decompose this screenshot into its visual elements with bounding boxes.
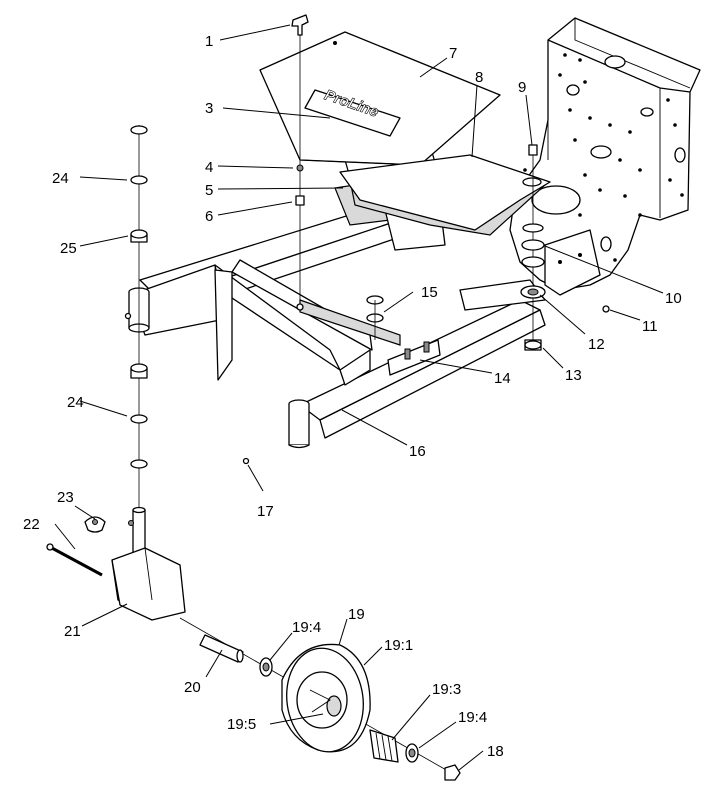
chassis-frame <box>509 17 701 296</box>
callout-15: 15 <box>421 284 438 301</box>
callout-25: 25 <box>60 240 77 257</box>
callout-4: 4 <box>205 159 213 176</box>
callout-17: 17 <box>257 503 274 520</box>
callout-9: 9 <box>518 79 526 96</box>
leader-lines <box>54 24 664 771</box>
callout-20: 20 <box>184 679 201 696</box>
callout-19-4-right: 19:4 <box>458 709 487 726</box>
callout-19-3: 19:3 <box>432 681 461 698</box>
callout-12: 12 <box>588 336 605 353</box>
callouts: 1 3 4 5 6 7 8 9 10 11 12 13 14 15 16 17 … <box>23 33 682 760</box>
callout-14: 14 <box>494 370 511 387</box>
callout-3: 3 <box>205 100 213 117</box>
callout-16: 16 <box>409 443 426 460</box>
callout-24-top: 24 <box>52 170 69 187</box>
callout-21: 21 <box>64 623 81 640</box>
callout-1: 1 <box>205 33 213 50</box>
callout-19-5: 19:5 <box>227 716 256 733</box>
seat-cover: ProLine <box>259 31 551 236</box>
spindle-stack <box>124 125 148 510</box>
callout-13: 13 <box>565 367 582 384</box>
wheel-assembly <box>179 617 461 781</box>
callout-7: 7 <box>449 45 457 62</box>
callout-23: 23 <box>57 489 74 506</box>
pin-assembly <box>291 14 309 311</box>
callout-10: 10 <box>665 290 682 307</box>
callout-8: 8 <box>475 69 483 86</box>
callout-19-1: 19:1 <box>384 637 413 654</box>
callout-6: 6 <box>205 208 213 225</box>
callout-24-bottom: 24 <box>67 394 84 411</box>
caster-fork <box>46 506 186 621</box>
callout-19: 19 <box>348 606 365 623</box>
callout-5: 5 <box>205 182 213 199</box>
pivot-bolt-stack <box>242 144 610 465</box>
callout-22: 22 <box>23 516 40 533</box>
callout-19-4-left: 19:4 <box>292 619 321 636</box>
callout-18: 18 <box>487 743 504 760</box>
callout-11: 11 <box>642 318 658 335</box>
